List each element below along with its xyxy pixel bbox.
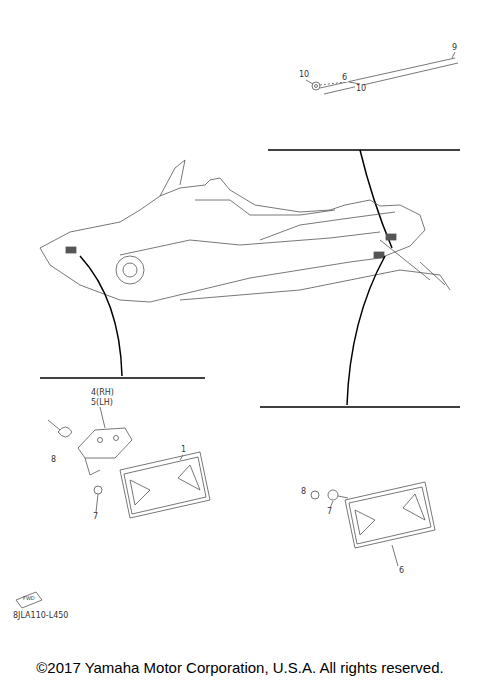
callout-number: 6: [341, 74, 348, 82]
callout-number: 7: [92, 513, 99, 521]
diagram-code: 8JLA110-L450: [12, 612, 69, 620]
callout-number: 1: [180, 446, 187, 454]
callout-number: 8: [300, 488, 307, 496]
callout-number: 5(LH): [90, 399, 114, 407]
callout-number: 7: [326, 508, 333, 516]
callout-number: 10: [298, 71, 310, 79]
callout-number: 8: [50, 456, 57, 464]
callout-number: 10: [355, 85, 367, 93]
callout-number: 4(RH): [90, 389, 115, 397]
callout-number: 6: [398, 567, 405, 575]
callout-number: 9: [451, 44, 458, 52]
copyright-caption: ©2017 Yamaha Motor Corporation, U.S.A. A…: [36, 659, 443, 676]
direction-mark: FWD: [22, 596, 36, 601]
